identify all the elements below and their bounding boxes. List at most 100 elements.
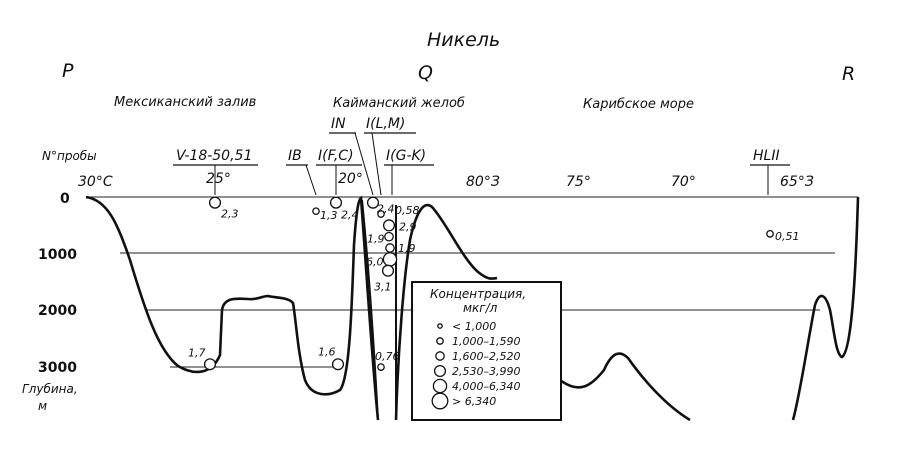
- depth-axis-unit: м: [38, 399, 47, 413]
- sample-ilm-058: 0,58: [377, 204, 420, 218]
- longitude-20: 20°: [338, 171, 363, 187]
- sample-ilm-19a: 1,9: [367, 231, 394, 246]
- sample-value-label: 0,76: [375, 350, 400, 363]
- figure-title: Никель: [427, 29, 500, 51]
- seafloor-gulf: [85, 195, 380, 421]
- region-trench-label: Кайманский желоб: [333, 96, 465, 111]
- sample-value-label: 0,51: [775, 230, 800, 243]
- sample-value-label: 1,3: [320, 209, 338, 222]
- station-igk: I(G-K): [384, 148, 434, 195]
- depth-axis-label: Глубина,: [22, 382, 78, 396]
- sample-value-label: 2,9: [399, 220, 417, 233]
- legend: Концентрация, мкг/л < 1,000 1,000–1,590 1,…: [411, 281, 562, 421]
- seafloor-east: [791, 196, 860, 421]
- legend-item: 2,530–3,990: [433, 364, 520, 378]
- legend-items: < 1,000 1,000–1,590 1,600–2,520 2,530–3,990…: [431, 320, 520, 410]
- sample-value-label: 2,4: [341, 209, 359, 222]
- sample-marker: [382, 219, 396, 232]
- sample-ifc-surface: 2,4: [329, 196, 359, 222]
- seafloor-profile: [85, 195, 860, 422]
- sample-value-label: 1,9: [398, 242, 416, 255]
- sample-marker: [203, 358, 217, 371]
- longitude-65: 65°З: [780, 174, 814, 190]
- sample-marker: [377, 210, 385, 218]
- longitude-80: 80°З: [466, 174, 500, 190]
- station-in: IN: [329, 116, 374, 196]
- station-ifc-label: I(F,C): [318, 148, 354, 164]
- legend-item-label: 1,600–2,520: [452, 350, 520, 363]
- legend-item-marker: [432, 378, 448, 394]
- sample-value-label: 3,1: [374, 281, 392, 294]
- legend-item-label: 4,000–6,340: [452, 380, 520, 393]
- station-ib-arrow: [305, 164, 317, 196]
- sample-marker: [377, 363, 385, 371]
- station-ifc: I(F,C): [316, 148, 362, 195]
- legend-title: Концентрация,: [430, 287, 526, 301]
- legend-item-marker: [437, 323, 443, 329]
- sample-v18-deep: 1,7: [188, 346, 217, 371]
- sample-marker: [382, 252, 398, 267]
- sample-marker: [331, 358, 345, 371]
- sample-v18-surface: 2,3: [208, 196, 239, 221]
- station-ib-label: IB: [288, 148, 302, 164]
- legend-item: 1,000–1,590: [436, 335, 520, 348]
- station-ilm-arrow: [371, 132, 382, 196]
- corner-q: Q: [418, 62, 433, 84]
- sample-value-label: 2,3: [221, 208, 239, 221]
- sample-value-label: 1,7: [188, 346, 206, 359]
- sample-marker: [766, 230, 774, 238]
- legend-item-label: 1,000–1,590: [452, 335, 520, 348]
- station-v18: V-18-50,51: [173, 148, 258, 195]
- legend-item-marker: [431, 392, 449, 410]
- station-hl-label: HLII: [753, 148, 780, 164]
- depth-tick-3000: 3000: [38, 360, 77, 376]
- legend-item-label: < 1,000: [452, 320, 496, 333]
- seafloor-caribbean: [559, 352, 691, 422]
- trench-wall-west: [361, 199, 379, 421]
- legend-item-marker: [433, 364, 447, 378]
- corner-r: R: [842, 63, 855, 85]
- station-in-arrow: [354, 132, 374, 196]
- corner-p: P: [62, 60, 74, 82]
- station-in-label: IN: [331, 116, 346, 132]
- legend-unit: мкг/л: [463, 301, 498, 315]
- station-ilm-label: I(L,M): [366, 116, 405, 132]
- sample-marker: [208, 196, 222, 209]
- longitude-25: 25°: [206, 171, 231, 187]
- depth-tick-2000: 2000: [38, 303, 77, 319]
- legend-item-label: > 6,340: [452, 395, 496, 408]
- legend-item: 1,600–2,520: [435, 350, 520, 363]
- sample-marker: [384, 231, 394, 242]
- legend-item-marker: [436, 337, 444, 345]
- sample-value-label: 0,58: [395, 204, 420, 217]
- sample-igk-29: 2,9: [382, 219, 417, 233]
- depth-tick-1000: 1000: [38, 247, 77, 263]
- sample-igk-deep: 3,1: [374, 264, 395, 294]
- sample-ib: 1,3: [312, 207, 338, 222]
- legend-item: < 1,000: [437, 320, 496, 333]
- sample-marker: [366, 196, 380, 209]
- sample-ifc-deep: 1,6: [318, 345, 345, 371]
- sample-marker: [385, 243, 395, 253]
- legend-item: > 6,340: [431, 392, 496, 410]
- legend-item-marker: [435, 351, 445, 361]
- sample-trench-deep: 0,76: [375, 350, 400, 371]
- longitude-75: 75°: [566, 174, 591, 190]
- sample-igk-60: 6,0: [366, 252, 398, 268]
- sample-value-label: 1,9: [367, 233, 385, 246]
- sample-marker: [329, 196, 343, 209]
- longitude-70: 70°: [671, 174, 696, 190]
- sample-marker: [312, 207, 320, 216]
- station-ib: IB: [286, 148, 317, 196]
- legend-item-label: 2,530–3,990: [452, 365, 520, 378]
- station-header: N°пробы: [42, 149, 97, 163]
- sample-value-label: 6,0: [366, 255, 384, 268]
- station-v18-label: V-18-50,51: [176, 148, 252, 164]
- longitude-30: 30°C: [78, 174, 113, 190]
- station-ilm: I(L,M): [364, 116, 416, 196]
- sample-hl: 0,51: [766, 230, 800, 243]
- depth-tick-0: 0: [60, 191, 70, 207]
- sample-value-label: 1,6: [318, 345, 336, 358]
